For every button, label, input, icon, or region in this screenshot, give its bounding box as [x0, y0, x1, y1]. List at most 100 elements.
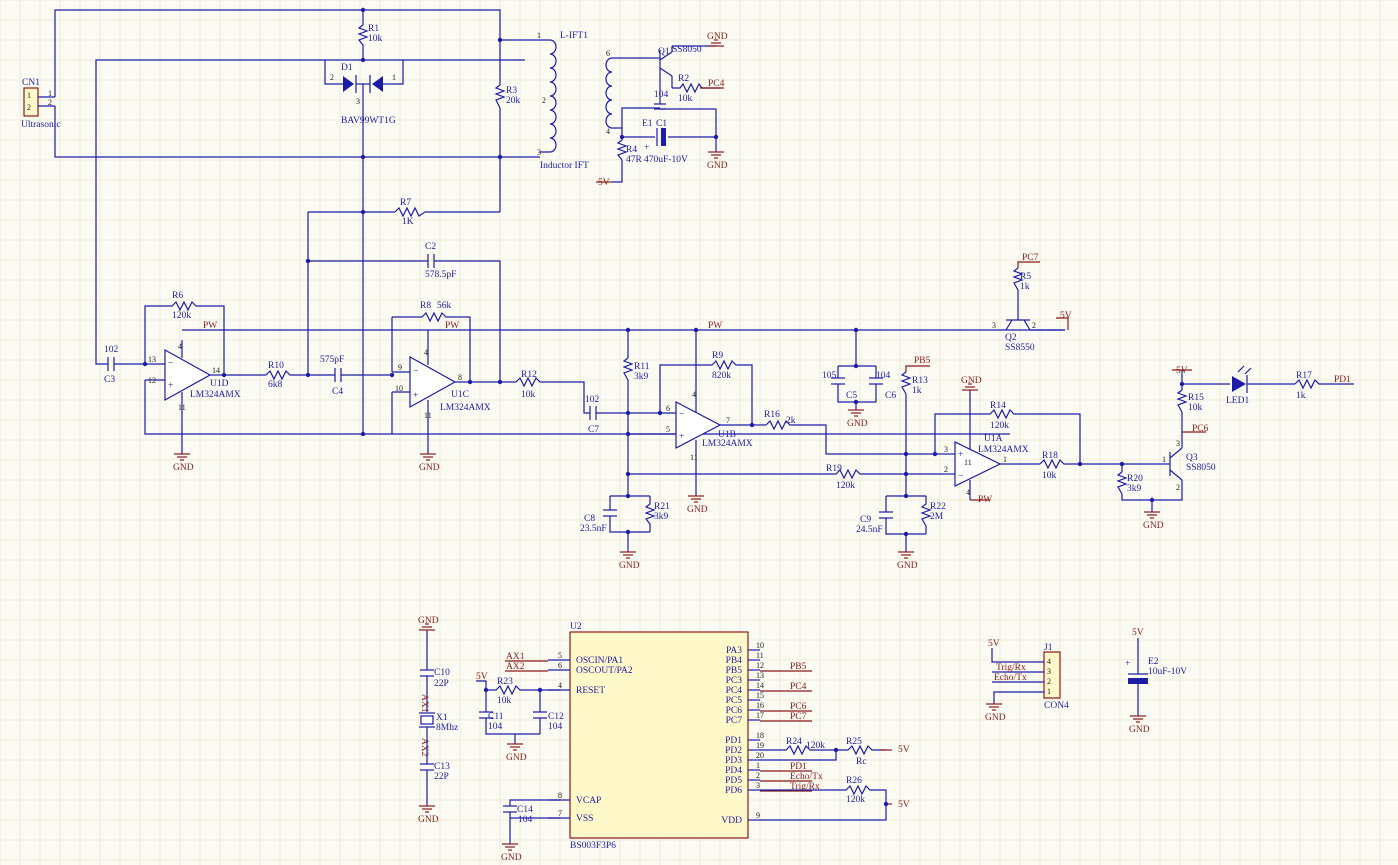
capacitor-c9[interactable]: C9 24.5nF	[856, 493, 926, 552]
svg-text:105: 105	[822, 371, 837, 381]
capacitor-e1[interactable]: E1 + 470uF-10V	[622, 119, 716, 165]
resistor-r17[interactable]: R17 1k PD1	[1294, 371, 1354, 401]
svg-text:+: +	[1125, 659, 1130, 669]
svg-text:C14: C14	[517, 805, 533, 815]
resistor-r25[interactable]: 5V R25 Rc	[760, 737, 910, 767]
svg-text:+: +	[644, 143, 649, 153]
resistor-r12[interactable]: R12 10k	[500, 370, 590, 414]
gnd-symbol: GND	[961, 376, 982, 391]
capacitor-c12[interactable]: C12 104	[514, 690, 564, 744]
resistor-r10[interactable]: R10 6k8	[224, 361, 311, 390]
resistor-r14[interactable]: R14 120k	[932, 401, 1083, 467]
mcu-pin-number: 7	[558, 809, 562, 818]
resistor-r13[interactable]: PB5 R13 1k	[900, 356, 931, 496]
resistor-r2[interactable]: R2 10k	[672, 74, 720, 104]
crystal-x1[interactable]: X1 8Mhz AX1 AX2	[419, 694, 458, 757]
svg-text:3: 3	[944, 445, 948, 454]
led-led1[interactable]: LED1	[1179, 365, 1295, 406]
svg-text:C4: C4	[332, 387, 343, 397]
capacitor-c6[interactable]: 104 C6	[869, 366, 896, 402]
header-j1[interactable]: J1 4 3 2 1 CON4 5V Trig/Rx Echo/Tx	[988, 639, 1069, 711]
svg-text:Q2: Q2	[1005, 333, 1017, 343]
resistor-r7[interactable]: R7 1K	[394, 198, 426, 227]
svg-text:10k: 10k	[368, 34, 383, 44]
capacitor-c8[interactable]: C8 23.5nF	[580, 493, 650, 552]
resistor-r9[interactable]: R9 820k	[657, 351, 755, 428]
gnd-label: GND	[619, 561, 640, 571]
svg-text:104: 104	[654, 90, 669, 100]
resistor-r1[interactable]: R1 10k	[357, 24, 383, 46]
gnd-label: GND	[961, 376, 982, 386]
svg-text:575pF: 575pF	[320, 355, 344, 365]
resistor-r15[interactable]: 5V R15 10k PC6	[1172, 366, 1209, 434]
opamp-u1d[interactable]: − + 13 12 14 4 11 U1D LM324AMX	[145, 340, 241, 454]
resistor-r26[interactable]: 5V R26 120k	[760, 776, 910, 821]
capacitor-c13[interactable]: C13 22P	[420, 727, 450, 806]
inductor-l-ift1[interactable]: L-IFT1 1 2 3 6 4 Inductor IFT	[537, 31, 652, 171]
capacitor-c1[interactable]: 104 C1	[621, 90, 717, 152]
svg-text:9: 9	[398, 363, 402, 372]
capacitor-c10[interactable]: C10 22P	[420, 630, 450, 712]
svg-text:5V: 5V	[476, 672, 488, 682]
svg-text:10uF-10V: 10uF-10V	[1148, 667, 1187, 677]
transistor-q2[interactable]: 5V 3 2 Q2 SS8550 PW	[708, 311, 1072, 353]
svg-text:2: 2	[1176, 483, 1180, 492]
svg-text:10k: 10k	[521, 390, 536, 400]
svg-text:X1: X1	[436, 713, 448, 723]
svg-text:PC7: PC7	[1022, 253, 1039, 263]
gnd-label: GND	[847, 419, 868, 429]
svg-text:104: 104	[488, 722, 503, 732]
resistor-r22[interactable]: R22 2M	[920, 496, 946, 534]
resistor-r5[interactable]: PC7 R5 1k	[1012, 253, 1040, 312]
connector-cn1[interactable]: CN1 1 2 1 2 Ultrasonic	[21, 78, 61, 130]
svg-text:U1D: U1D	[210, 379, 229, 389]
opamp-u1b[interactable]: − + 6 5 7 4 11 U1B LM324AMX	[628, 327, 766, 496]
gnd-symbol: GND	[418, 805, 439, 825]
resistor-r16[interactable]: R16 2k	[764, 410, 945, 455]
svg-text:R7: R7	[400, 198, 411, 208]
resistor-r23[interactable]: 5V R23 10k	[476, 672, 560, 706]
mcu-pin-net: PC6	[790, 702, 807, 712]
mcu-pin-name: PA3	[726, 646, 742, 656]
mcu-pin-name: PC7	[726, 716, 743, 726]
transistor-q3[interactable]: 1 3 2 Q3 SS8050	[1160, 412, 1216, 492]
svg-text:2: 2	[944, 465, 948, 474]
resistor-r21[interactable]: R21 3k9	[644, 496, 670, 532]
capacitor-c14[interactable]: C14 104	[503, 799, 560, 844]
opamp-u1a[interactable]: + − 3 2 1 11 4 U1A LM324AMX PW	[944, 390, 1040, 505]
svg-text:LM324AMX: LM324AMX	[190, 390, 241, 400]
svg-text:3: 3	[1176, 439, 1180, 448]
mcu-u2[interactable]: U2 BS003F3P6 5OSCIN/PA1AX16OSCOUT/PA2AX2…	[505, 622, 823, 851]
svg-text:R18: R18	[1042, 451, 1058, 461]
svg-text:104: 104	[518, 815, 533, 825]
resistor-r11[interactable]: R11 3k9	[622, 327, 650, 496]
capacitor-c11[interactable]: C11 104	[479, 690, 540, 735]
top-wires	[54, 7, 540, 434]
resistor-r3[interactable]: R3 20k	[494, 84, 521, 109]
capacitor-e2[interactable]: 5V + E2 10uF-10V	[1125, 628, 1187, 716]
svg-text:R3: R3	[506, 86, 517, 96]
mcu-pin-number: 4	[558, 681, 562, 690]
opamp-u1c[interactable]: − + 9 10 8 4 11 U1C LM324AMX	[360, 317, 500, 454]
resistor-r8[interactable]: R8 56k PW	[392, 301, 503, 385]
capacitor-c3[interactable]: 102 C3	[95, 345, 145, 385]
svg-text:11: 11	[424, 411, 432, 420]
resistor-r18[interactable]: R18 10k	[1039, 451, 1160, 481]
capacitor-c4[interactable]: 575pF C4	[308, 355, 392, 397]
svg-text:4: 4	[966, 488, 970, 497]
capacitor-c7[interactable]: 102 C7	[585, 395, 676, 435]
diode-d1[interactable]: D1 2 1 3 BAV99WT1G	[324, 60, 404, 126]
resistor-r4[interactable]: R4 47R	[612, 128, 719, 183]
capacitor-c2[interactable]: C2 578.5pF	[305, 242, 501, 384]
svg-text:+: +	[679, 432, 684, 442]
mcu-pin-name: VCAP	[576, 796, 601, 806]
resistor-r20[interactable]: R20 3k9	[1116, 464, 1183, 512]
resistor-r19[interactable]: R19 120k	[628, 464, 945, 491]
mcu-pin-name: VSS	[576, 814, 593, 824]
capacitor-c5[interactable]: 105 C5	[822, 327, 876, 410]
